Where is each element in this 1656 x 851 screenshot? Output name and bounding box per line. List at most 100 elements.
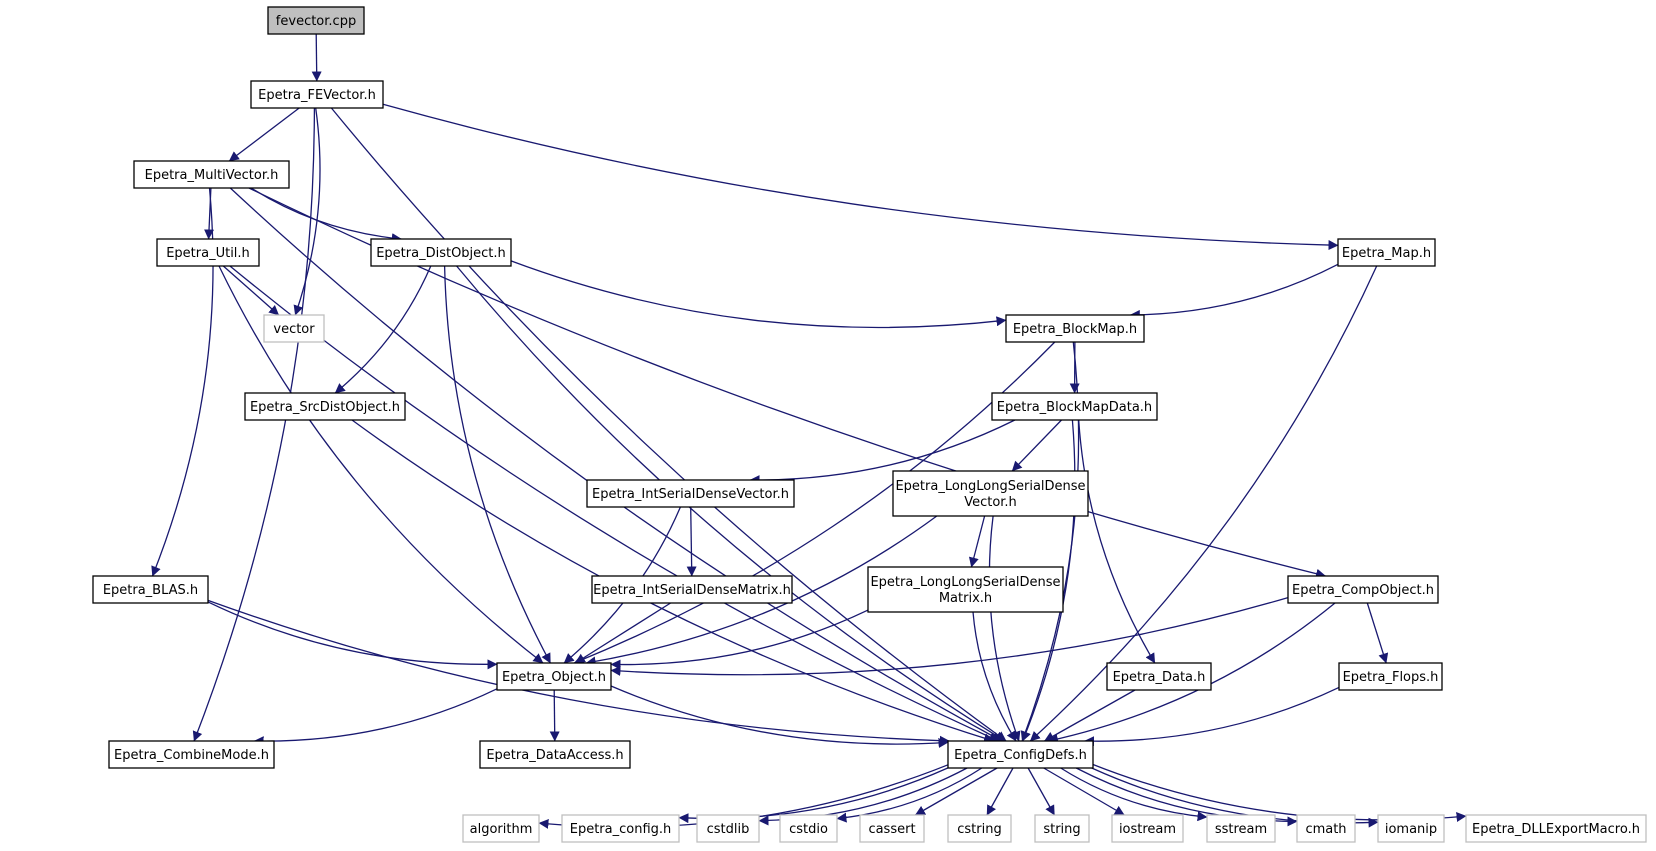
node-box [991,392,1158,421]
edge-object-h-to-configdefs-h [610,685,949,749]
node-dataaccess-h[interactable]: Epetra_DataAccess.h [479,740,631,769]
node-cstring[interactable]: cstring [947,814,1012,843]
node-fevector-cpp[interactable]: fevector.cpp [267,6,365,35]
node-intserialdensematrix-h[interactable]: Epetra_IntSerialDenseMatrix.h [591,575,793,604]
node-label: Epetra_IntSerialDenseMatrix.h [593,583,791,598]
node-box [586,479,795,508]
edge-line [311,33,322,82]
node-label: Epetra_Util.h [166,246,250,261]
node-blas-h[interactable]: Epetra_BLAS.h [92,575,209,604]
node-algorithm[interactable]: algorithm [462,814,540,843]
node-box [156,238,260,267]
node-label: Epetra_Map.h [1342,246,1431,261]
edge-line [549,689,560,742]
node-object-h[interactable]: Epetra_Object.h [496,662,612,691]
node-label: iostream [1119,822,1176,837]
edge-fevector-h-to-multivector-h [228,107,300,162]
node-label: fevector.cpp [276,14,356,29]
edge-distobject-h-to-object-h [443,265,551,664]
edge-configdefs-h-to-dllexportmacro-h [1092,763,1467,822]
node-label: Epetra_BlockMapData.h [997,400,1152,415]
node-blockmap-h[interactable]: Epetra_BlockMap.h [1005,314,1145,343]
node-combinemode-h[interactable]: Epetra_CombineMode.h [108,740,275,769]
node-box [108,740,275,769]
edge-util-h-to-vector [222,265,280,316]
node-intserialdensevector-h[interactable]: Epetra_IntSerialDenseVector.h [586,479,795,508]
node-label: cstdlib [707,822,750,837]
node-cstdlib[interactable]: cstdlib [696,814,760,843]
edge-line [1043,767,1125,816]
edge-intserialdensevector-h-to-intserialdensematrix-h [686,506,697,577]
node-label: algorithm [470,822,533,837]
node-data-h[interactable]: Epetra_Data.h [1106,662,1212,691]
node-epetra-config-h[interactable]: Epetra_config.h [561,814,680,843]
edge-compobject-h-to-object-h [610,596,1289,676]
node-box [479,740,631,769]
node-dllexportmacro-h[interactable]: Epetra_DLLExportMacro.h [1465,814,1647,843]
node-iomanip[interactable]: iomanip [1377,814,1445,843]
node-compobject-h[interactable]: Epetra_CompObject.h [1287,575,1439,604]
edge-configdefs-h-to-sstream [1060,767,1208,822]
node-box [1106,662,1212,691]
edge-longlongserialdensematrix-h-to-object-h [610,609,869,670]
file-nodes: fevector.cppEpetra_FEVector.hEpetra_Mult… [92,6,1647,843]
node-map-h[interactable]: Epetra_Map.h [1337,238,1436,267]
edge-line [1060,767,1208,822]
node-util-h[interactable]: Epetra_Util.h [156,238,260,267]
edge-line [334,265,432,394]
node-box [1005,314,1145,343]
node-cmath[interactable]: cmath [1296,814,1356,843]
edge-line [351,419,994,743]
node-label: Vector.h [964,495,1017,510]
edge-longlongserialdensevector-h-to-longlongserialdensematrix-h [968,515,986,568]
node-vector[interactable]: vector [263,314,325,343]
node-box [1034,814,1090,843]
edge-compobject-h-to-flops-h [1366,602,1389,664]
edge-configdefs-h-to-epetra-config-h [678,767,949,824]
edge-line [330,107,1007,742]
edge-configdefs-h-to-cassert [914,767,998,816]
node-iostream[interactable]: iostream [1111,814,1184,843]
node-label: string [1043,822,1080,837]
node-fevector-h[interactable]: Epetra_FEVector.h [250,80,384,109]
node-configdefs-h[interactable]: Epetra_ConfigDefs.h [947,740,1094,769]
node-box [370,238,512,267]
edge-map-h-to-configdefs-h [1029,265,1378,742]
node-label: Epetra_BLAS.h [103,583,198,598]
node-label: Epetra_CompObject.h [1292,583,1434,598]
edge-blockmapdata-h-to-data-h [1078,419,1156,664]
node-box [1377,814,1445,843]
node-label: cstring [957,822,1001,837]
edge-distobject-h-to-srcdistobject-h [334,265,432,394]
edge-line [1021,419,1076,742]
node-label: Epetra_CombineMode.h [114,748,269,763]
edge-blas-h-to-object-h [207,601,498,670]
edge-distobject-h-to-configdefs-h [456,265,1006,742]
node-box [1465,814,1647,843]
node-sstream[interactable]: sstream [1206,814,1276,843]
edge-longlongserialdensematrix-h-to-configdefs-h [972,611,1017,742]
node-srcdistobject-h[interactable]: Epetra_SrcDistObject.h [244,392,406,421]
node-box [92,575,209,604]
node-distobject-h[interactable]: Epetra_DistObject.h [370,238,512,267]
edge-fevector-h-to-vector [293,107,321,316]
node-blockmapdata-h[interactable]: Epetra_BlockMapData.h [991,392,1158,421]
node-flops-h[interactable]: Epetra_Flops.h [1338,662,1443,691]
edge-line [585,515,938,667]
node-box [779,814,838,843]
edge-line [972,611,1017,742]
node-label: Epetra_config.h [570,822,672,837]
edge-line [574,602,671,664]
node-multivector-h[interactable]: Epetra_MultiVector.h [133,160,290,189]
node-box [1296,814,1356,843]
edge-line [456,265,1006,742]
node-box [591,575,793,604]
node-label: Epetra_FEVector.h [258,88,376,103]
node-cstdio[interactable]: cstdio [779,814,838,843]
node-string[interactable]: string [1034,814,1090,843]
edge-line [1029,265,1378,742]
edge-longlongserialdensevector-h-to-configdefs-h [988,515,1021,742]
node-cassert[interactable]: cassert [859,814,925,843]
